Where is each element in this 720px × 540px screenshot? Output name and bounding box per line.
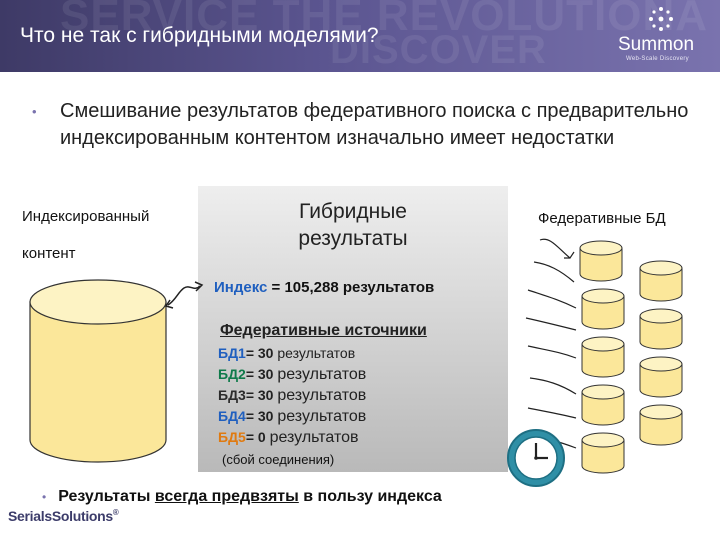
database-icon — [581, 288, 625, 330]
bullet-dot-icon: • — [32, 104, 37, 119]
database-icon — [579, 240, 623, 282]
arrow-icon — [533, 261, 575, 283]
arrow-icon — [164, 299, 174, 309]
summon-logo: Summon Web-Scale Discovery — [600, 6, 710, 66]
db-results-word: результатов — [277, 345, 356, 361]
db-results-word: результатов — [277, 387, 367, 404]
indexed-content-label-2: контент — [22, 245, 76, 262]
hybrid-results-title: Гибридные результаты — [298, 200, 408, 250]
arrow-icon — [527, 407, 577, 419]
hybrid-results-box — [198, 186, 508, 472]
db-name: БД5 — [218, 429, 246, 445]
serials-solutions-logo: SerialsSolutions® — [8, 508, 119, 524]
db-results-word: результатов — [277, 408, 367, 425]
bullet-1-text: Смешивание результатов федеративного пои… — [60, 100, 689, 149]
federated-databases — [579, 240, 683, 474]
db-results-word: результатов — [277, 366, 367, 383]
arrow-icon — [527, 289, 577, 309]
db-result-row: БД5= 0 результатов — [218, 429, 359, 447]
arrow-icon — [525, 317, 577, 331]
federated-sources-heading: Федеративные источники — [220, 322, 427, 339]
db-result-row: БД4= 30 результатов — [218, 408, 366, 426]
connection-failure-note: (сбой соединения) — [222, 452, 335, 467]
arrow-icon — [539, 238, 575, 259]
indexed-content-label-1: Индексированный — [22, 208, 150, 225]
database-icon — [581, 336, 625, 378]
db-count: = 30 — [245, 345, 278, 361]
header-watermark-text-2: DISCOVER — [330, 28, 547, 72]
database-icon — [639, 404, 683, 446]
db-name: БД1 — [218, 345, 246, 361]
database-icon — [639, 308, 683, 350]
db-name: БД3 — [218, 387, 246, 403]
clock-icon — [507, 429, 565, 487]
header-watermark-text: SERVICE THE REVOLUTIONA — [60, 0, 709, 40]
arrow-icon — [194, 281, 204, 292]
index-count-value: = 105,288 результатов — [267, 279, 435, 296]
bullet-2-underlined: всегда предвзяты — [154, 488, 299, 505]
db-result-row: БД2= 30 результатов — [218, 366, 366, 384]
summon-logo-icon — [649, 7, 673, 31]
header-bar: SERVICE THE REVOLUTIONA DISCOVER Что не … — [0, 0, 720, 72]
arrow-icon — [167, 285, 201, 306]
logo-tagline: Web-Scale Discovery — [626, 56, 689, 62]
database-icon — [581, 384, 625, 426]
index-word: Индекс — [214, 279, 268, 296]
bullet-dot-icon: • — [42, 490, 47, 504]
federated-db-label: Федеративные БД — [538, 210, 666, 227]
arrow-icon — [529, 377, 577, 395]
bullet-2-after: в пользу индекса — [298, 488, 442, 505]
index-count: Индекс = 105,288 результатов — [214, 279, 434, 296]
db-name: БД2 — [218, 366, 246, 382]
db-result-row: БД1= 30 результатов — [218, 345, 355, 361]
logo-brand: Summon — [618, 34, 695, 55]
db-name: БД4 — [218, 408, 246, 424]
bullet-2-before: Результаты — [58, 488, 155, 505]
bullet-point-2: • Результаты всегда предвзяты в пользу ин… — [42, 488, 442, 506]
footer-logo-text: SerialsSolutions — [8, 508, 113, 524]
connector-arrows — [525, 238, 577, 449]
slide-title: Что не так с гибридными моделями? — [20, 24, 379, 47]
db-count: = 30 — [245, 366, 278, 382]
db-count: = 30 — [245, 387, 278, 403]
db-result-row: БД3= 30 результатов — [218, 387, 366, 405]
db-count: = 0 — [245, 429, 270, 445]
db-results-word: результатов — [269, 429, 359, 446]
arrow-icon — [527, 345, 577, 359]
footer-logo-reg: ® — [112, 508, 119, 517]
db-count: = 30 — [245, 408, 278, 424]
database-icon — [581, 432, 625, 474]
indexed-content-database-icon — [29, 279, 167, 463]
database-icon — [639, 260, 683, 302]
database-icon — [639, 356, 683, 398]
